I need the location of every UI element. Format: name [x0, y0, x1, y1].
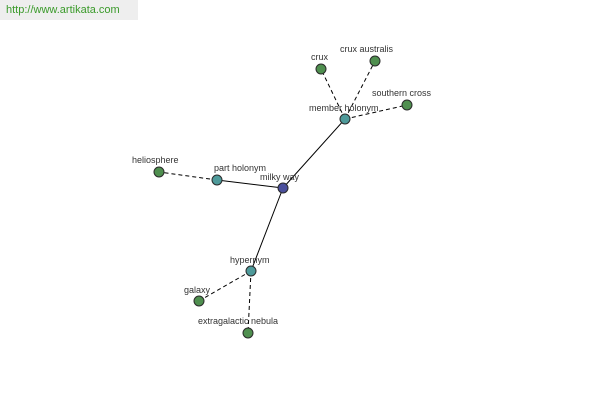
node-crux-australis[interactable]: crux australis	[340, 44, 394, 67]
node-milky-way-label: milky way	[260, 172, 300, 182]
node-member-holonym-dot	[339, 113, 351, 125]
node-extragalactic-nebula-dot	[242, 327, 254, 339]
node-part-holonym-dot	[211, 174, 223, 186]
edges-layer	[158, 60, 408, 334]
node-member-holonym-label: member holonym	[309, 103, 379, 113]
node-crux[interactable]: crux	[311, 52, 329, 75]
node-member-holonym[interactable]: member holonym	[309, 103, 379, 125]
edge-milky-way-part-holonym	[216, 179, 284, 189]
node-part-holonym-label: part holonym	[214, 163, 266, 173]
edge-member-holonym-crux	[320, 68, 346, 120]
node-crux-australis-dot	[369, 55, 381, 67]
node-hypernym-dot	[245, 265, 257, 277]
node-southern-cross-label: southern cross	[372, 88, 432, 98]
node-extragalactic-nebula-label: extragalactic nebula	[198, 316, 278, 326]
node-hypernym-label: hypernym	[230, 255, 270, 265]
node-milky-way[interactable]: milky way	[260, 172, 300, 194]
source-banner: http://www.artikata.com	[0, 0, 138, 20]
edge-part-holonym-heliosphere	[158, 171, 218, 181]
edge-milky-way-hypernym	[250, 187, 284, 272]
edge-member-holonym-crux-australis	[344, 60, 376, 120]
source-url-link[interactable]: http://www.artikata.com	[6, 4, 120, 16]
node-galaxy-label: galaxy	[184, 285, 211, 295]
node-southern-cross-dot	[401, 99, 413, 111]
node-heliosphere-label: heliosphere	[132, 155, 179, 165]
edge-hypernym-extragalactic-nebula	[247, 270, 252, 334]
node-heliosphere-dot	[153, 166, 165, 178]
node-hypernym[interactable]: hypernym	[230, 255, 270, 277]
edge-member-holonym-southern-cross	[344, 104, 408, 120]
node-crux-dot	[315, 63, 327, 75]
node-crux-label: crux	[311, 52, 329, 62]
edge-hypernym-galaxy	[198, 270, 252, 302]
node-southern-cross[interactable]: southern cross	[372, 88, 432, 111]
node-milky-way-dot	[277, 182, 289, 194]
node-galaxy[interactable]: galaxy	[184, 285, 211, 307]
node-heliosphere[interactable]: heliosphere	[132, 155, 179, 178]
node-crux-australis-label: crux australis	[340, 44, 394, 54]
edge-milky-way-member-holonym	[282, 118, 346, 189]
node-galaxy-dot	[193, 295, 205, 307]
node-extragalactic-nebula[interactable]: extragalactic nebula	[198, 316, 278, 339]
node-part-holonym[interactable]: part holonym	[211, 163, 266, 186]
